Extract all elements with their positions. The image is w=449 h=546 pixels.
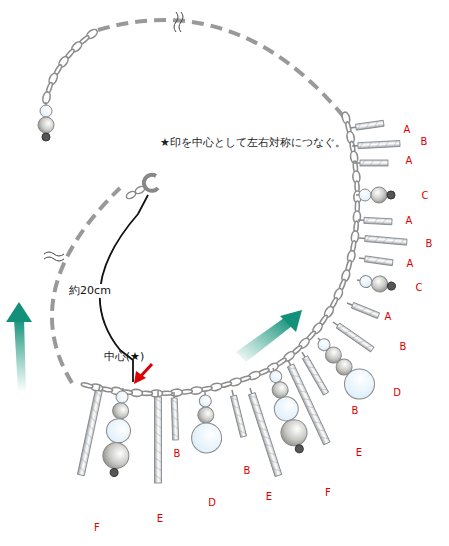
clear-bead	[199, 395, 211, 407]
twisted-tube	[302, 356, 328, 395]
dangle	[354, 160, 388, 166]
pearl-bead	[112, 402, 130, 420]
twisted-tube	[365, 236, 407, 246]
dimension-label: 約20cm	[67, 284, 113, 298]
pearl-bead	[371, 187, 387, 203]
dangle	[359, 255, 394, 266]
clasp	[125, 175, 158, 200]
dangle	[358, 217, 392, 225]
clear-bead	[40, 105, 52, 117]
pearl-bead	[38, 117, 54, 133]
chain-continuation	[98, 20, 348, 122]
dangle	[247, 387, 282, 477]
dangle	[350, 120, 385, 131]
part-letter: D	[208, 497, 216, 508]
dangle	[356, 272, 397, 295]
twisted-tube	[249, 393, 282, 477]
dangle	[307, 328, 381, 405]
part-letter: B	[244, 465, 251, 476]
twisted-tube	[231, 395, 247, 437]
part-letter: D	[393, 387, 401, 398]
part-letter: A	[407, 258, 414, 269]
dark-bead	[42, 133, 50, 141]
dangle	[346, 300, 380, 318]
twisted-tube	[171, 398, 178, 440]
twisted-tube	[336, 323, 374, 352]
part-letter: E	[157, 513, 163, 524]
clear-bead	[359, 189, 371, 201]
dangle	[356, 187, 395, 203]
twisted-tube	[351, 302, 379, 318]
direction-arrow	[236, 318, 292, 362]
dangle	[352, 140, 400, 149]
part-letter: B	[174, 448, 181, 459]
dangle	[359, 235, 407, 245]
part-letter: B	[400, 341, 407, 352]
part-letter: B	[421, 136, 428, 147]
dangle	[331, 320, 374, 352]
pearl-bead	[370, 275, 389, 294]
twisted-tube	[360, 160, 388, 166]
part-letter: B	[352, 405, 359, 416]
part-letter: A	[406, 155, 413, 166]
direction-arrow	[6, 302, 32, 322]
dark-bead	[294, 444, 304, 454]
clear-bead	[105, 418, 131, 444]
clear-bead	[191, 422, 222, 453]
dark-bead	[387, 191, 395, 199]
direction-arrow	[280, 310, 302, 332]
dangle	[77, 384, 103, 475]
clear-bead	[338, 363, 380, 405]
dark-bead	[110, 468, 119, 477]
chain	[42, 28, 361, 397]
pearl-bead	[278, 416, 311, 449]
part-letter: C	[422, 190, 429, 201]
dangle	[190, 391, 222, 453]
part-letter: A	[385, 311, 392, 322]
dangles	[38, 102, 407, 483]
dangle	[229, 389, 246, 437]
twisted-tube	[365, 256, 394, 266]
pearl-bead	[102, 441, 131, 470]
twisted-tube	[155, 397, 162, 483]
dangle	[38, 102, 54, 141]
twisted-tube	[364, 217, 392, 224]
twisted-tube	[358, 140, 400, 148]
dark-bead	[387, 281, 396, 290]
center-arrow	[134, 364, 152, 384]
direction-arrow	[14, 318, 26, 392]
clear-bead	[115, 390, 128, 403]
part-letter: E	[356, 447, 362, 458]
twisted-tube	[77, 390, 102, 476]
part-letter: E	[266, 491, 272, 502]
pearl-bead	[198, 407, 215, 424]
note-text: ★印を中心として左右対称につなぐ。	[160, 137, 346, 149]
dangle	[155, 391, 162, 483]
part-letter: A	[404, 124, 411, 135]
part-letter: B	[426, 238, 433, 249]
part-letter: F	[94, 522, 100, 533]
part-letter: C	[416, 282, 423, 293]
clear-bead	[359, 275, 373, 289]
part-letter: A	[406, 215, 413, 226]
chain-link	[81, 382, 94, 389]
center-label: 中心(★)	[104, 351, 144, 363]
dangle	[101, 387, 136, 478]
twisted-tube	[356, 120, 385, 130]
dangle	[171, 392, 179, 440]
part-letter: F	[325, 487, 331, 498]
